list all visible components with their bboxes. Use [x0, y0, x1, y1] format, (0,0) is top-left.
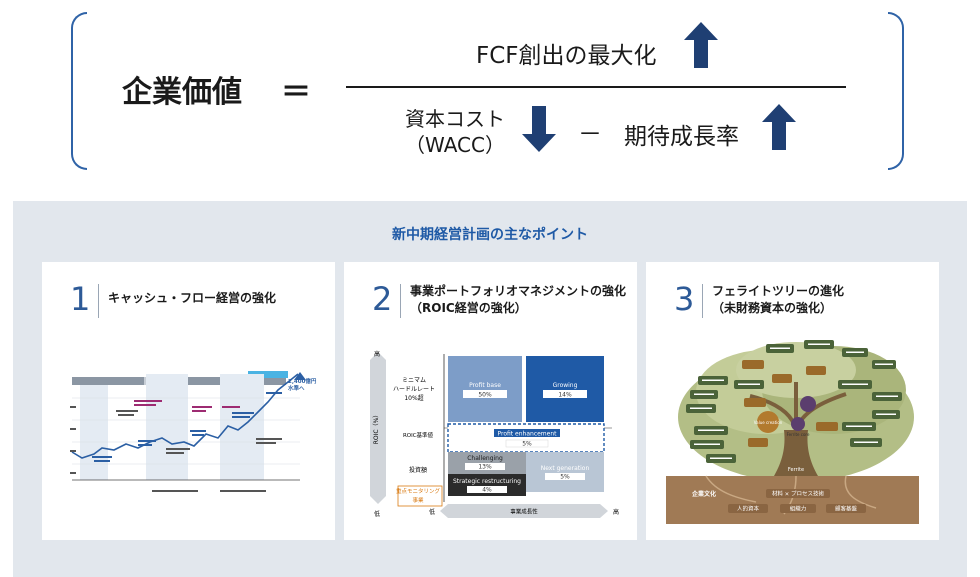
- investment-label: 投資額: [409, 466, 427, 474]
- card-divider: [702, 284, 703, 318]
- denominator-cost-of-capital: 資本コスト （WACC）: [396, 106, 514, 158]
- growth-rate-label: 期待成長率: [624, 124, 739, 150]
- corporate-value-label: 企業価値: [122, 75, 242, 110]
- hurdle-label-3: 10%超: [404, 394, 423, 402]
- card-title: キャッシュ・フロー経営の強化: [108, 291, 277, 305]
- value-creation-bubble: Value creation: [754, 420, 783, 425]
- numerator-fcf: FCF創出の最大化: [476, 43, 657, 69]
- left-bracket: [71, 12, 87, 170]
- quadrant-next-generation: Next generation: [541, 465, 590, 472]
- quadrant-next-generation-value: 5%: [560, 474, 570, 481]
- y-axis-low: 低: [374, 510, 380, 518]
- root-materials-process: 材料 × プロセス技術: [772, 490, 825, 498]
- value-formula: 企業価値 ＝ FCF創出の最大化 資本コスト （WACC） － 期待成長率: [0, 0, 980, 190]
- card-title: 事業ポートフォリオマネジメントの強化 （ROIC経営の強化）: [410, 283, 630, 317]
- quadrant-profit-base: Profit base: [469, 382, 501, 389]
- card-divider: [98, 284, 99, 318]
- root-organization: 組織力: [790, 505, 807, 513]
- ferrite-tree-illustration: 企業文化 材料 × プロセス技術 人的資本 組織力 顧客基盤 Ferrite V…: [666, 340, 919, 524]
- key-points-section: 新中期経営計画の主なポイント 1 キャッシュ・フロー経営の強化: [13, 201, 967, 577]
- quadrant-growing: Growing: [553, 382, 578, 389]
- quadrant-profit-enhancement: Profit enhancement: [497, 431, 557, 438]
- quadrant-growing-value: 14%: [558, 392, 572, 399]
- cost-of-capital-label: 資本コスト: [405, 107, 505, 131]
- card-title-line2: （ROIC経営の強化）: [410, 301, 527, 315]
- card-number: 1: [70, 280, 91, 318]
- card-title-line1: 事業ポートフォリオマネジメントの強化: [410, 284, 627, 298]
- quadrant-profit-enhancement-value: 5%: [522, 441, 532, 448]
- card-title-line2: （未財務資本の強化）: [712, 301, 833, 315]
- trunk-label: Ferrite: [788, 467, 804, 473]
- fraction-bar: [346, 86, 846, 88]
- fcf-target-label-line2: 水準へ: [288, 384, 305, 392]
- key-points-title: 新中期経営計画の主なポイント: [392, 227, 588, 243]
- card-title-line1: フェライトツリーの進化: [712, 284, 845, 298]
- x-axis-high: 高: [613, 508, 619, 516]
- arrow-down-icon: [522, 106, 556, 152]
- monitoring-label-1: 重点モニタリング: [396, 487, 441, 495]
- root-customer-base: 顧客基盤: [835, 505, 858, 513]
- ferrite-core-bubble: Ferrite core: [787, 432, 810, 437]
- y-axis-high: 高: [374, 350, 380, 358]
- cash-flow-chart-thumbnail: 2,400億円 水準へ: [70, 371, 318, 492]
- arrow-up-icon: [762, 104, 796, 150]
- wacc-label: （WACC）: [405, 133, 505, 157]
- roic-portfolio-matrix: 高 低 ROIC（%） ミニマム ハードルレート 10%超 ROIC基準値 投資…: [370, 350, 619, 518]
- right-bracket: [888, 12, 904, 170]
- hurdle-label-1: ミニマム: [402, 377, 426, 384]
- fcf-target-label: 2,400億円 水準へ: [288, 377, 318, 392]
- quadrant-strategic-restructuring-value: 4%: [482, 487, 492, 494]
- x-axis-low: 低: [429, 508, 435, 516]
- equals-sign: ＝: [281, 75, 311, 110]
- point-card-portfolio: 2 事業ポートフォリオマネジメントの強化 （ROIC経営の強化） 高 低 ROI…: [344, 262, 637, 540]
- monitoring-label-2: 事業: [412, 496, 424, 504]
- arrow-up-icon: [684, 22, 718, 68]
- y-axis-label: ROIC（%）: [373, 412, 380, 445]
- card-number: 2: [372, 280, 393, 318]
- quadrant-profit-base-value: 50%: [478, 392, 492, 399]
- quadrant-strategic-restructuring: Strategic restructuring: [453, 478, 521, 485]
- corporate-culture-label: 企業文化: [691, 490, 716, 498]
- root-human-capital: 人的資本: [737, 505, 760, 513]
- x-axis-label: 事業成長性: [510, 508, 538, 516]
- card-number: 3: [674, 280, 695, 318]
- point-card-ferrite-tree: 3 フェライトツリーの進化 （未財務資本の強化） 企業文化 材料 × プロセス技…: [646, 262, 939, 540]
- quadrant-challenging-value: 13%: [478, 464, 492, 471]
- roic-baseline-label: ROIC基準値: [403, 431, 434, 439]
- point-card-cash-flow: 1 キャッシュ・フロー経営の強化: [42, 262, 335, 540]
- card-divider: [400, 284, 401, 318]
- hurdle-label-2: ハードルレート: [393, 386, 435, 393]
- card-title: フェライトツリーの進化 （未財務資本の強化）: [712, 283, 932, 317]
- minus-sign: －: [578, 120, 602, 148]
- quadrant-challenging: Challenging: [467, 455, 503, 462]
